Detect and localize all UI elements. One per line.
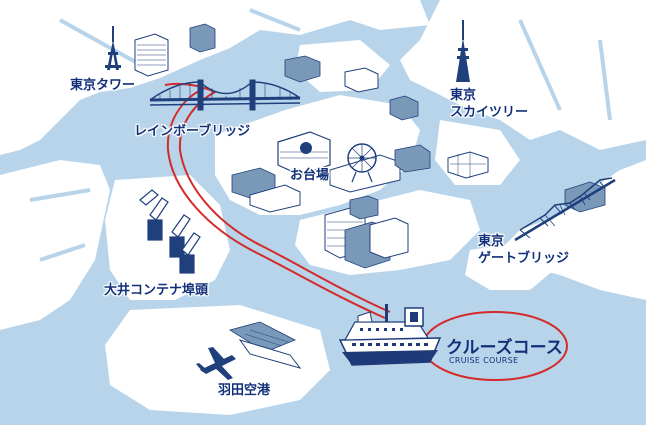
rainbow-bridge-icon: [149, 79, 301, 111]
buildings-north: [134, 23, 419, 121]
land-west-strip: [0, 160, 110, 330]
cruise-ship-icon: [338, 304, 442, 366]
odaiba-buildings: [231, 131, 431, 213]
gate-bridge-icon: [514, 177, 616, 242]
label-haneda: 羽田空港: [218, 383, 271, 398]
route-line-inner: [166, 87, 386, 319]
skytree-icon: [456, 20, 470, 82]
label-skytree-line1: 東京: [450, 88, 477, 103]
label-tokyo-tower: 東京タワー: [70, 78, 136, 93]
label-gate-bridge-line2: ゲートブリッジ: [478, 251, 570, 266]
central-buildings: [324, 195, 409, 269]
island-southeast: [465, 240, 560, 290]
cruise-course-title: クルーズコース: [446, 338, 563, 358]
canals: [29, 8, 612, 262]
ferris-wheel-icon: [347, 143, 377, 183]
tokyo-tower-icon: [105, 26, 121, 70]
mainland-northeast: [400, 0, 646, 150]
label-oi-container: 大井コンテナ埠頭: [104, 283, 209, 298]
label-odaiba: お台場: [290, 168, 330, 183]
label-rainbow-bridge: レインボーブリッジ: [134, 124, 251, 139]
container-crane-icon: [139, 189, 201, 274]
label-gate-bridge-line1: 東京: [478, 234, 505, 249]
island-oi: [105, 175, 230, 300]
cruise-course-subtitle: CRUISE COURSE: [449, 356, 519, 365]
airplane-icon: [196, 347, 236, 380]
mainland-northwest: [0, 0, 430, 155]
label-skytree-line2: スカイツリー: [450, 105, 529, 120]
haneda-terminal: [229, 321, 302, 369]
